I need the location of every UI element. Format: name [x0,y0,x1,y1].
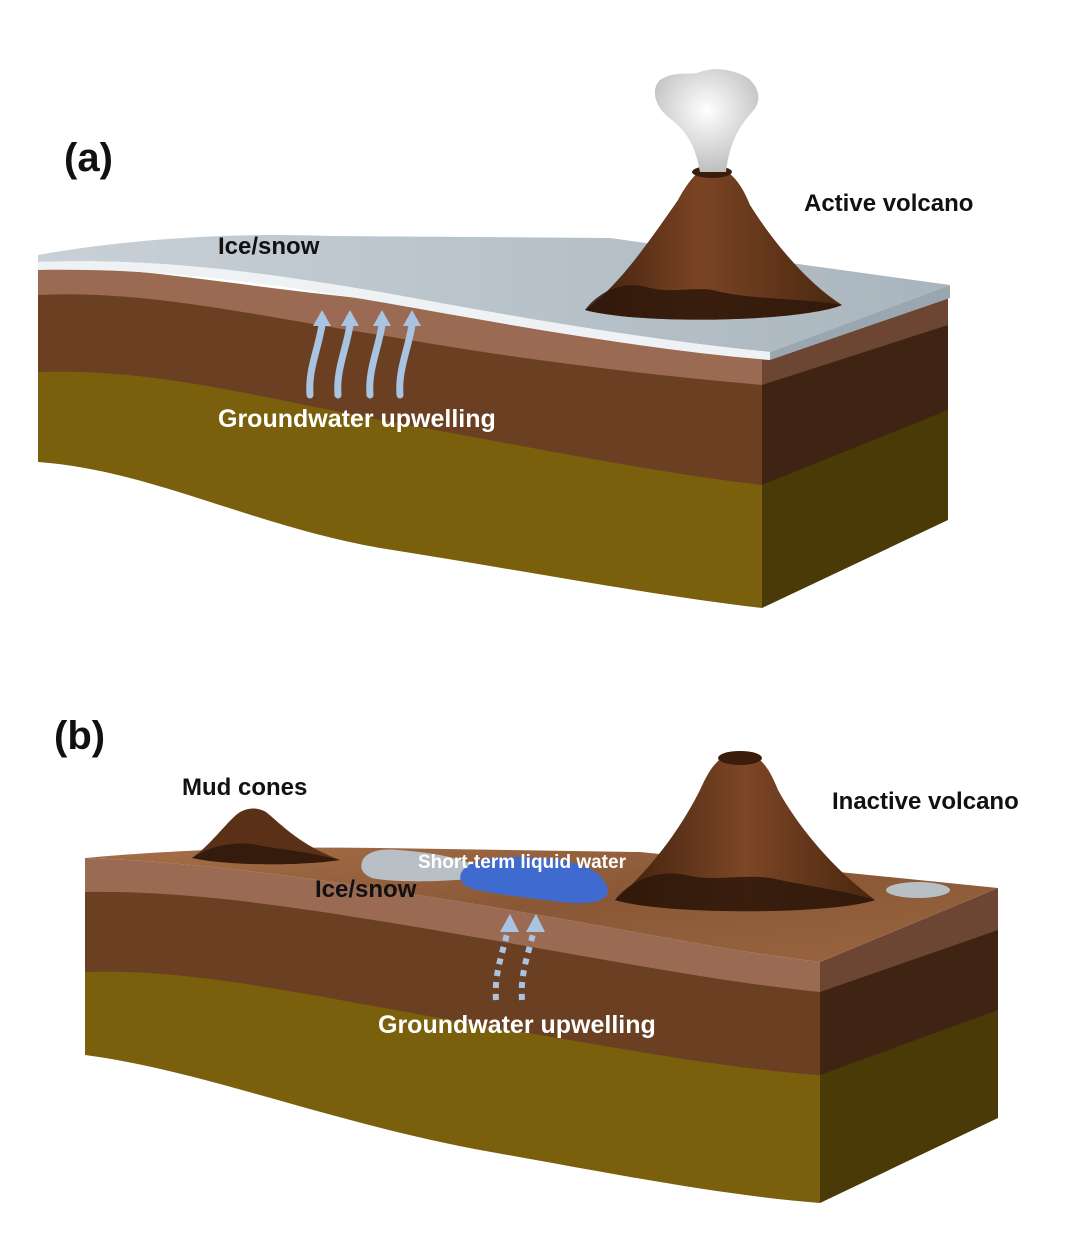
upwelling-arrow [396,321,416,399]
active-volcano [585,69,842,320]
panel-a-label: (a) [64,136,113,180]
brown-layer-side [762,320,948,485]
ice-side-edge [770,285,950,360]
upwelling-arrowheads-a [313,310,421,326]
volcano-crater-b [718,751,762,765]
ice-snow-label-b: Ice/snow [315,876,417,903]
liquid-water-b [460,856,608,904]
brown-layer-side-b [820,925,998,1075]
volcano-cone-b [615,752,875,912]
panel-a [38,69,950,608]
ice-patch-small-b [886,882,950,898]
arrowhead [341,310,359,326]
upwelling-label-a: Groundwater upwelling [218,405,496,433]
arrowhead [526,914,545,932]
upwelling-arrow-dashed [492,929,511,1001]
ice-snow-label-a: Ice/snow [218,233,320,260]
inactive-volcano [615,751,875,912]
inactive-volcano-label: Inactive volcano [832,788,1019,815]
ice-front-edge [38,261,770,360]
arrowhead [500,914,519,932]
ochre-layer-front-b [85,959,820,1203]
arrowhead [403,310,421,326]
volcano-cone-a [585,166,842,320]
brown-layer-front-b [85,887,820,1075]
upwelling-arrow [306,321,326,399]
upwelling-arrowheads-b [500,914,545,932]
topsoil-band-front [38,265,762,385]
ice-patch-b [361,849,474,882]
topsoil-band-side [762,298,948,385]
upwelling-arrow [366,321,386,399]
mud-cone [192,808,340,865]
arrowhead [313,310,331,326]
upwelling-arrows-b [492,929,537,1001]
upwelling-arrows-a [306,321,416,399]
active-volcano-label: Active volcano [804,190,973,217]
mud-cones-label: Mud cones [182,774,307,801]
panel-b-label: (b) [54,714,105,758]
topsoil-band-side-b [820,888,998,992]
volcano-base-shadow-b [615,873,875,912]
liquid-water-label: Short-term liquid water [418,852,627,873]
upwelling-arrow [334,321,354,399]
eruption-plume [654,69,759,172]
ochre-layer-front [38,367,762,608]
topsoil-band-front-b [85,858,820,992]
volcano-base-shadow-a [585,285,842,320]
panel-b [85,751,998,1203]
upwelling-label-b: Groundwater upwelling [378,1011,656,1039]
upwelling-arrow-dashed [518,929,537,1001]
arrowhead [373,310,391,326]
mud-cone-shadow [192,843,340,865]
